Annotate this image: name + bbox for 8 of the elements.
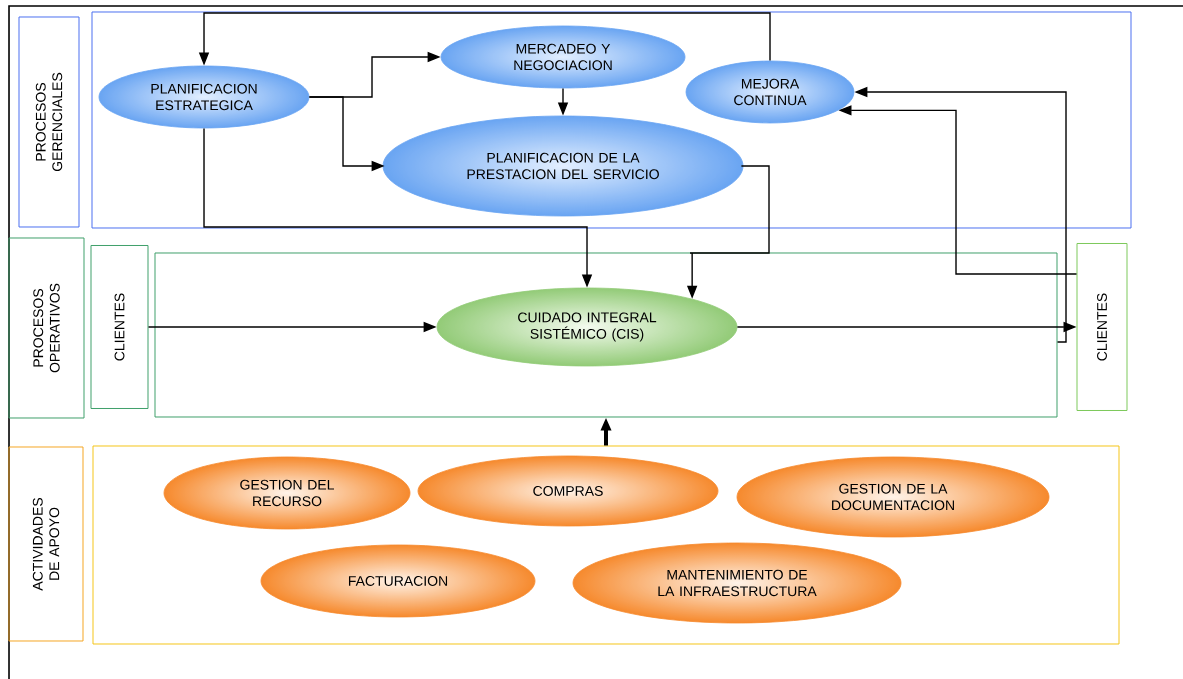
clients-box: CLIENTES — [90, 245, 149, 409]
lane-box — [154, 252, 1058, 418]
lane-box — [91, 11, 1132, 229]
lane-box — [92, 445, 1120, 645]
lane-label: PROCESOS GERENCIALES — [18, 16, 80, 228]
lane-label: PROCESOS OPERATIVOS — [8, 237, 85, 419]
clients-box: CLIENTES — [1076, 243, 1128, 411]
lane-label: ACTIVIDADES DE APOYO — [8, 446, 84, 642]
